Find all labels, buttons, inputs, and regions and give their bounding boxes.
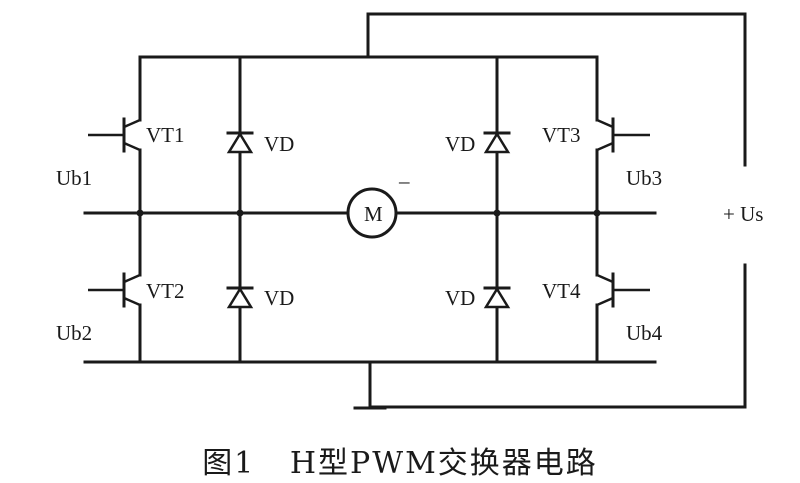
- label-motor-negative: –: [398, 169, 410, 193]
- label-vt2: VT2: [146, 279, 185, 303]
- transistor-vt3-symbol: [596, 117, 650, 153]
- diode-upper-left-symbol: [226, 131, 254, 154]
- label-ub4: Ub4: [626, 321, 663, 345]
- label-vt3: VT3: [542, 123, 581, 147]
- label-ub3: Ub3: [626, 166, 662, 190]
- figure-caption: 图1 H型PWM交换器电路: [202, 446, 598, 481]
- transistor-vt4-symbol: [596, 272, 650, 308]
- label-vd-lower-right: VD: [445, 286, 475, 310]
- label-vd-upper-left: VD: [264, 132, 294, 156]
- diode-upper-right-symbol: [483, 131, 511, 154]
- label-ub2: Ub2: [56, 321, 92, 345]
- bottom-rail: [83, 263, 747, 410]
- label-vd-upper-right: VD: [445, 132, 475, 156]
- label-vd-lower-left: VD: [264, 286, 294, 310]
- transistor-vt2-symbol: [88, 272, 141, 308]
- diode-lower-left-symbol: [226, 286, 254, 309]
- label-vt1: VT1: [146, 123, 185, 147]
- label-supply-voltage: + Us: [723, 202, 763, 226]
- motor-symbol: [346, 187, 398, 239]
- label-vt4: VT4: [542, 279, 581, 303]
- diode-lower-right-symbol: [483, 286, 511, 309]
- top-rail: [138, 12, 747, 167]
- junction-dots: [136, 209, 601, 217]
- label-motor: M: [364, 202, 383, 226]
- label-ub1: Ub1: [56, 166, 92, 190]
- transistor-vt1-symbol: [88, 117, 141, 153]
